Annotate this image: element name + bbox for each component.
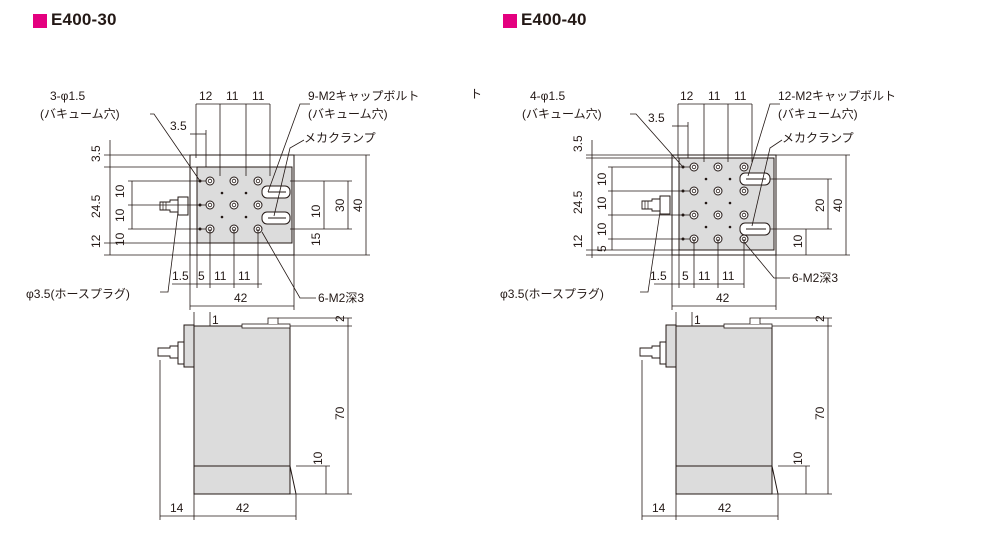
dim-b1: 1.5 — [172, 269, 189, 283]
dim-v-top: 3.5 — [571, 135, 585, 152]
dim-side-top: 1 — [212, 313, 219, 327]
dim-r-outer: 40 — [831, 198, 845, 212]
right-clamp-upper — [739, 172, 771, 186]
dim-v-low-b: 5 — [595, 245, 609, 252]
dim-v-mid-a: 10 — [113, 184, 127, 198]
dim-b2: 5 — [198, 269, 205, 283]
callout-hose-plug: φ3.5(ホースプラグ) — [26, 287, 130, 301]
callout-hose-plug: φ3.5(ホースプラグ) — [500, 287, 604, 301]
dim-v-top: 3.5 — [89, 145, 103, 162]
right-side-view: 1 2 70 10 14 42 — [639, 312, 832, 520]
dim-r-inner-a: 10 — [791, 234, 805, 248]
callout-vacuum-holes-note: (バキューム穴) — [522, 106, 602, 121]
right-title-marker — [503, 14, 517, 28]
callout-tapped: 6-M2深3 — [318, 291, 364, 305]
left-screw-holes — [198, 176, 263, 234]
callout-clamp: メカクランプ — [782, 131, 854, 145]
dim-flange: 14 — [170, 501, 184, 515]
dim-width: 42 — [716, 291, 730, 305]
dim-height: 70 — [813, 406, 827, 420]
dim-v-mid-a: 10 — [595, 172, 609, 186]
stray-glyph: ト — [470, 87, 482, 101]
dim-offset: 3.5 — [648, 111, 665, 125]
dim-r-mid: 30 — [333, 198, 347, 212]
callout-cap-bolts-note: (バキューム穴) — [308, 106, 388, 121]
dim-r-outer: 40 — [351, 198, 365, 212]
dim-r-inner-a: 10 — [309, 204, 323, 218]
left-title-marker — [33, 14, 47, 28]
left-clamp-upper — [261, 185, 291, 199]
dim-side-width: 42 — [236, 501, 250, 515]
left-title: E400-30 — [51, 10, 117, 29]
dim-side-gap: 2 — [813, 315, 827, 322]
callout-cap-bolts-note: (バキューム穴) — [778, 106, 858, 121]
right-title: E400-40 — [521, 10, 587, 29]
dim-top3: 11 — [252, 89, 265, 103]
callout-cap-bolts: 9-M2キャップボルト — [308, 89, 419, 103]
dim-v-low-a: 10 — [595, 222, 609, 236]
callout-vacuum-holes-note: (バキューム穴) — [40, 106, 120, 121]
dim-top3: 11 — [734, 89, 747, 103]
dim-b3: 11 — [214, 269, 227, 283]
dim-b4: 11 — [238, 269, 251, 283]
dim-v-bottom: 12 — [89, 234, 103, 248]
dim-b2: 5 — [682, 269, 689, 283]
dim-width: 42 — [234, 291, 248, 305]
callout-clamp: メカクランプ — [304, 131, 376, 145]
left-clamp-lower — [261, 211, 291, 225]
dim-base: 10 — [311, 451, 325, 465]
dim-r-inner-b: 15 — [309, 232, 323, 246]
dim-side-top: 1 — [694, 313, 701, 327]
left-hose-plug — [159, 196, 189, 216]
right-top-view: 12 11 11 3.5 3.5 24.5 10 10 10 5 12 10 2… — [470, 87, 896, 310]
dim-b1: 1.5 — [650, 269, 667, 283]
dim-v-low-a: 10 — [113, 232, 127, 246]
right-screw-holes — [681, 162, 749, 244]
left-side-view: 1 2 70 10 14 42 — [157, 312, 352, 520]
left-top-view: 12 11 11 3.5 3.5 24.5 10 10 10 12 10 15 … — [26, 89, 419, 310]
dim-offset: 3.5 — [170, 119, 187, 133]
callout-vacuum-holes: 3-φ1.5 — [50, 89, 85, 103]
dim-r-mid: 20 — [813, 198, 827, 212]
right-clamp-lower — [739, 222, 771, 236]
dim-v-total: 24.5 — [571, 190, 585, 214]
callout-tapped: 6-M2深3 — [792, 271, 838, 285]
callout-vacuum-holes: 4-φ1.5 — [530, 89, 565, 103]
dim-v-mid-b: 10 — [113, 208, 127, 222]
right-hose-plug — [641, 195, 671, 215]
dim-v-bottom: 12 — [571, 234, 585, 248]
dim-top1: 12 — [680, 89, 694, 103]
dim-base: 10 — [791, 451, 805, 465]
dim-b4: 11 — [722, 269, 735, 283]
dim-flange: 14 — [652, 501, 666, 515]
dim-side-gap: 2 — [333, 315, 347, 322]
callout-cap-bolts: 12-M2キャップボルト — [778, 89, 896, 103]
dim-v-total: 24.5 — [89, 194, 103, 218]
dim-height: 70 — [333, 406, 347, 420]
dim-v-mid-b: 10 — [595, 196, 609, 210]
dim-top2: 11 — [708, 89, 721, 103]
dim-top1: 12 — [199, 89, 213, 103]
dim-top2: 11 — [226, 89, 239, 103]
dim-side-width: 42 — [718, 501, 732, 515]
dim-b3: 11 — [698, 269, 711, 283]
